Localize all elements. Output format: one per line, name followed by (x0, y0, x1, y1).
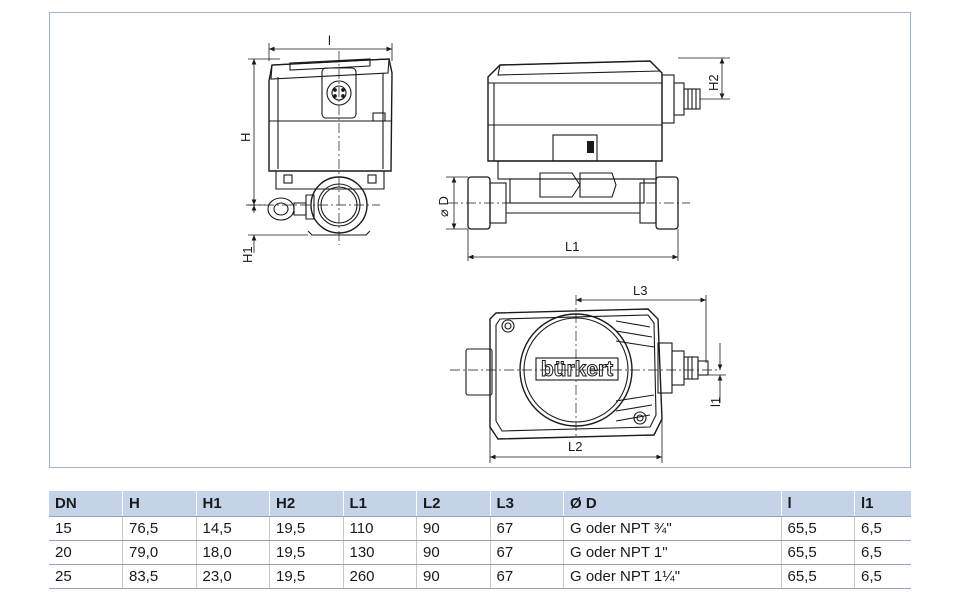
header-h: H (122, 491, 197, 517)
header-h2: H2 (269, 491, 344, 517)
header-l: l (781, 491, 855, 517)
label-h1: H1 (240, 246, 255, 263)
table-cell: 130 (343, 540, 417, 565)
header-l2: L2 (416, 491, 491, 517)
table-cell: 19,5 (269, 540, 344, 565)
label-d: ⌀ D (436, 196, 451, 217)
table-cell: 18,0 (196, 540, 270, 565)
burkert-logo: bürkert (541, 358, 613, 381)
table-cell: 260 (343, 564, 417, 589)
top-view: bürkert L3 l1 L2 (450, 283, 726, 463)
side-view: H2 ⌀ D L1 (436, 57, 730, 261)
label-h2: H2 (706, 74, 721, 91)
table-cell: 65,5 (781, 564, 855, 589)
table-cell: 110 (343, 516, 417, 541)
table-cell: 65,5 (781, 516, 855, 541)
table-cell: 19,5 (269, 516, 344, 541)
table-cell: 6,5 (854, 540, 911, 565)
table-row: 15 76,5 14,5 19,5 110 90 67 G oder NPT ¾… (49, 516, 911, 541)
table-cell: 23,0 (196, 564, 270, 589)
table-cell: 19,5 (269, 564, 344, 589)
header-diameter: Ø D (563, 491, 782, 517)
table-cell: 15 (49, 516, 123, 541)
table-cell: 67 (490, 540, 564, 565)
front-view: l H H1 (238, 33, 393, 263)
table-cell: 90 (416, 540, 491, 565)
header-l1-small: l1 (854, 491, 911, 517)
table-cell: 90 (416, 516, 491, 541)
table-header-row: DN H H1 H2 L1 L2 L3 Ø D l l1 (49, 491, 911, 517)
technical-drawing-frame: l H H1 (49, 12, 911, 468)
label-h: H (238, 133, 253, 142)
table-cell: 90 (416, 564, 491, 589)
table-cell: 20 (49, 540, 123, 565)
dimensions-table: DN H H1 H2 L1 L2 L3 Ø D l l1 15 76,5 14,… (49, 491, 911, 589)
header-h1: H1 (196, 491, 270, 517)
table-cell: 25 (49, 564, 123, 589)
table-cell: 14,5 (196, 516, 270, 541)
table-cell: 79,0 (122, 540, 197, 565)
table-cell: 76,5 (122, 516, 197, 541)
label-l2: L2 (568, 439, 582, 454)
label-l1-small: l1 (708, 397, 723, 407)
table-cell: 67 (490, 516, 564, 541)
table-cell: G oder NPT ¾" (563, 516, 782, 541)
header-l1: L1 (343, 491, 417, 517)
table-cell: 83,5 (122, 564, 197, 589)
label-l: l (328, 33, 331, 48)
table-cell: G oder NPT 1¼" (563, 564, 782, 589)
header-dn: DN (49, 491, 123, 517)
header-l3: L3 (490, 491, 564, 517)
table-cell: 67 (490, 564, 564, 589)
table-cell: G oder NPT 1" (563, 540, 782, 565)
table-cell: 6,5 (854, 564, 911, 589)
table-row: 25 83,5 23,0 19,5 260 90 67 G oder NPT 1… (49, 564, 911, 589)
technical-drawing: l H H1 (238, 33, 730, 463)
table-row: 20 79,0 18,0 19,5 130 90 67 G oder NPT 1… (49, 540, 911, 565)
label-l3: L3 (633, 283, 647, 298)
table-cell: 6,5 (854, 516, 911, 541)
label-l1: L1 (565, 239, 579, 254)
table-cell: 65,5 (781, 540, 855, 565)
